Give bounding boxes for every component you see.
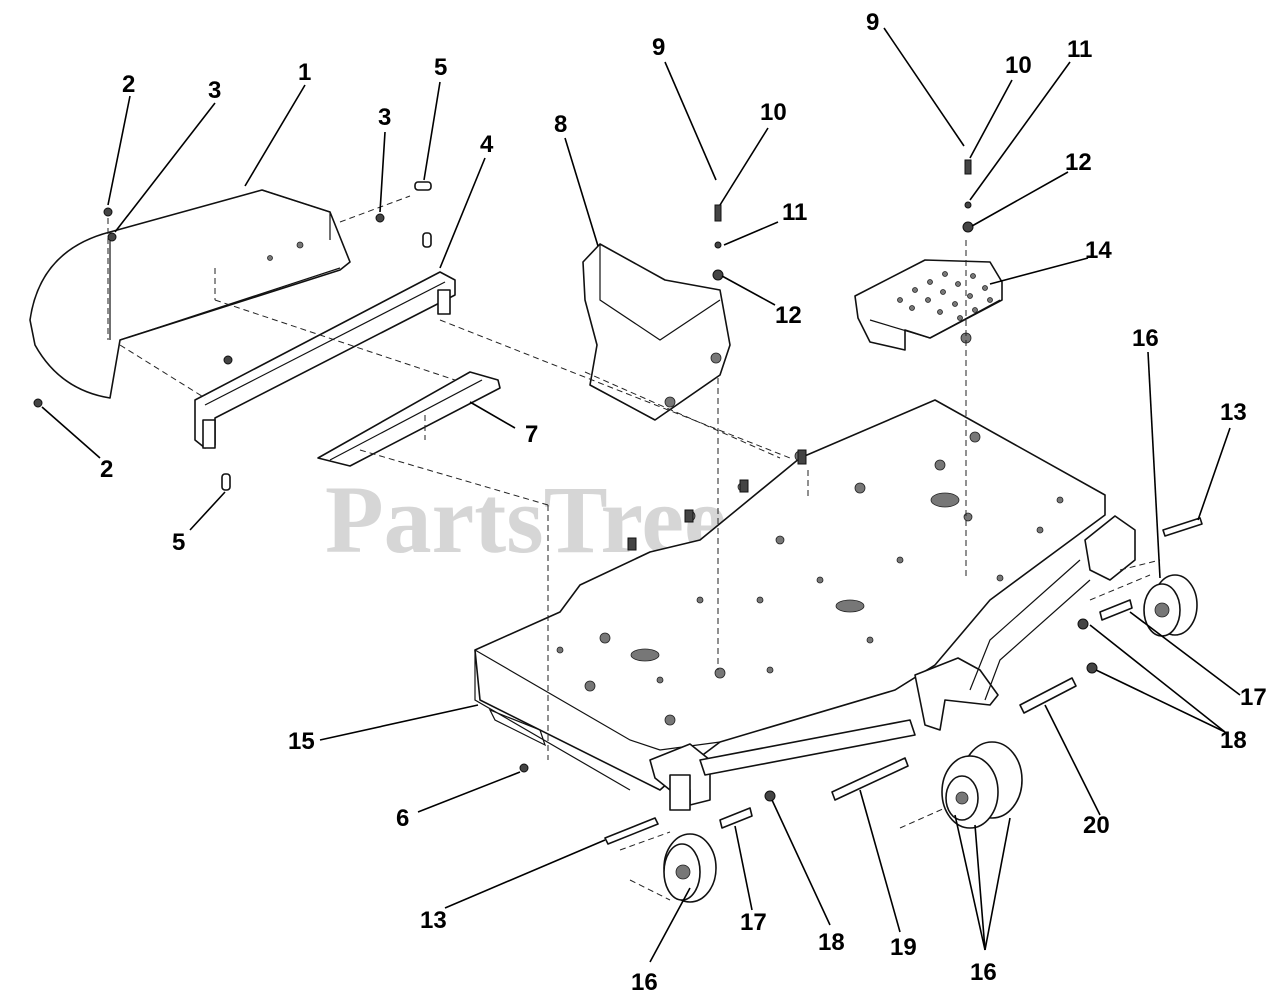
front-axle-bar[interactable] — [699, 719, 916, 776]
callout-3-right: 3 — [378, 104, 391, 131]
callout-12-left: 12 — [775, 302, 802, 329]
callout-14: 14 — [1085, 237, 1112, 264]
callout-5-bottom: 5 — [172, 529, 185, 556]
callout-15: 15 — [288, 728, 315, 755]
hardware-items — [33, 159, 1203, 845]
callout-2-bottom: 2 — [100, 456, 113, 483]
callout-10-left: 10 — [760, 99, 787, 126]
callout-13-front: 13 — [420, 907, 447, 934]
callout-9-right: 9 — [866, 9, 879, 36]
callout-16-front-left: 16 — [631, 969, 658, 996]
assembly-lines — [107, 195, 1161, 901]
wheel-16-rear[interactable] — [1143, 574, 1198, 637]
rear-wheel-bracket[interactable] — [969, 515, 1136, 701]
callout-3-left: 3 — [208, 77, 221, 104]
callout-16-front-right: 16 — [970, 959, 997, 986]
callout-4: 4 — [480, 131, 494, 158]
callout-8: 8 — [554, 111, 567, 138]
callout-18-rear: 18 — [1220, 727, 1247, 754]
wheel-16-front-left[interactable] — [663, 833, 717, 903]
callout-17-rear: 17 — [1240, 684, 1267, 711]
cover-perforations — [897, 271, 993, 344]
callout-11-right: 11 — [1067, 36, 1092, 63]
leader-lines — [41, 27, 1241, 963]
callout-numbers: 2 3 1 3 5 4 2 5 7 8 9 10 11 12 9 10 11 1… — [100, 9, 1267, 996]
callout-19: 19 — [890, 934, 917, 961]
part-7-plate[interactable] — [317, 371, 501, 467]
callout-17-front: 17 — [740, 909, 767, 936]
callout-1: 1 — [298, 59, 311, 86]
callout-2-top: 2 — [122, 71, 135, 98]
part-1-deflector-chute[interactable] — [29, 189, 351, 399]
part-15-mower-deck[interactable] — [474, 399, 1106, 791]
front-wheel-bracket-left[interactable] — [649, 743, 711, 811]
front-wheel-bracket-right[interactable] — [914, 657, 999, 731]
callout-11-left: 11 — [782, 199, 807, 226]
part-8-belt-cover[interactable] — [582, 243, 731, 421]
callout-12-right: 12 — [1065, 149, 1092, 176]
callout-5-top: 5 — [434, 54, 447, 81]
callout-9-left: 9 — [652, 34, 665, 61]
wheel-16-front-right[interactable] — [941, 741, 1023, 829]
callout-13-rear: 13 — [1220, 399, 1247, 426]
part-4-hinge-bracket[interactable] — [194, 271, 456, 449]
callout-20: 20 — [1083, 812, 1110, 839]
callout-10-right: 10 — [1005, 52, 1032, 79]
part-14-perforated-cover[interactable] — [854, 259, 1003, 351]
callout-18-front: 18 — [818, 929, 845, 956]
callout-6: 6 — [396, 805, 409, 832]
callout-16-rear: 16 — [1132, 325, 1159, 352]
callout-7: 7 — [525, 421, 538, 448]
